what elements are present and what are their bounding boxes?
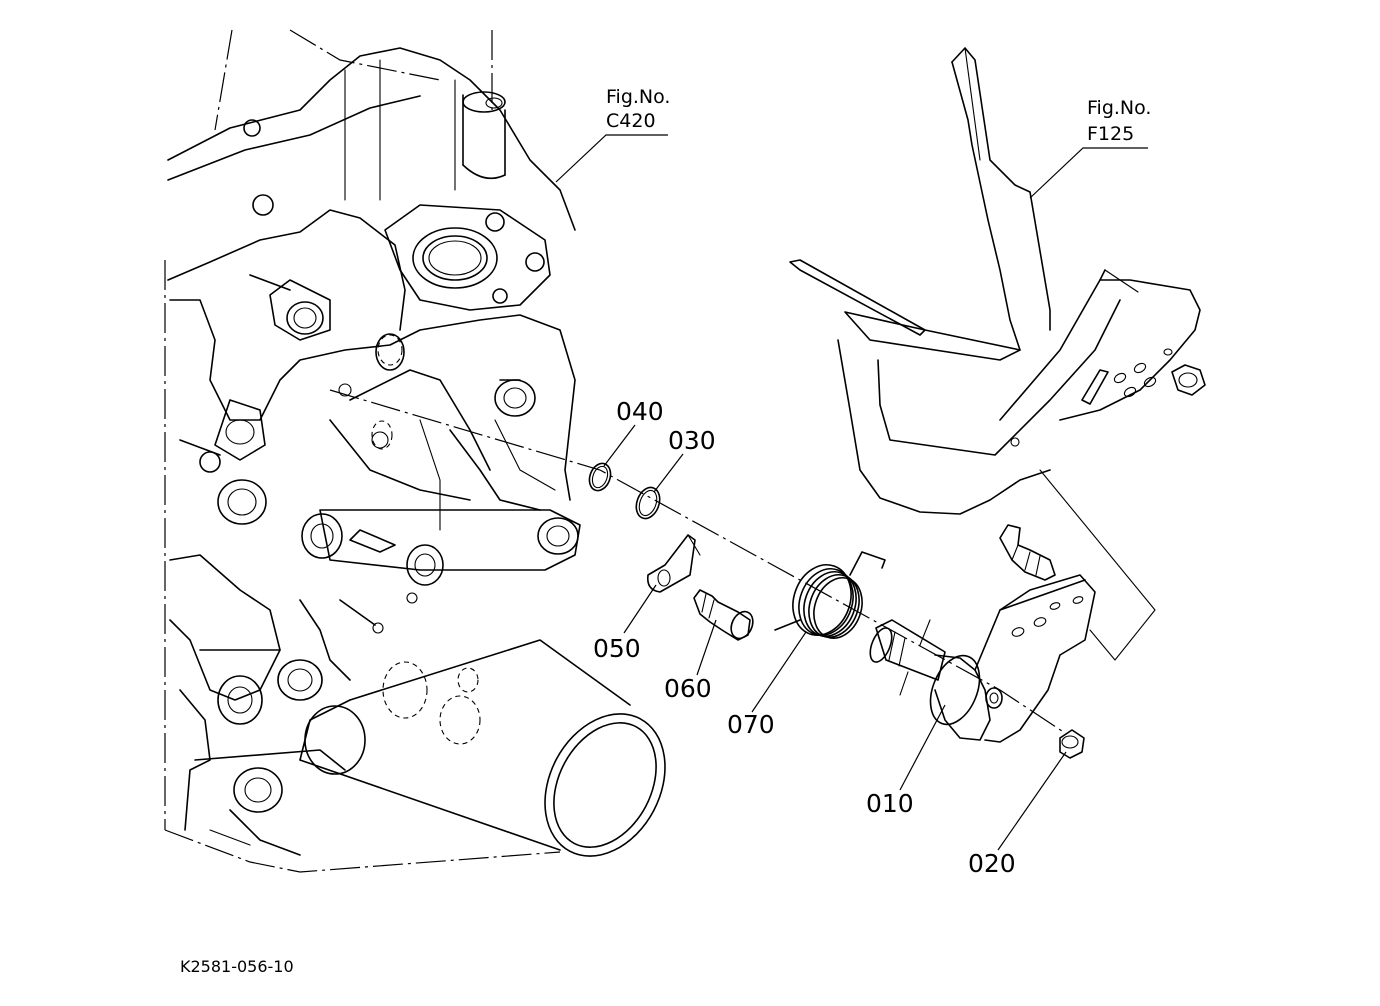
part-label-040: 040 bbox=[616, 397, 664, 426]
figure-ref-c420[interactable]: Fig.No. C420 bbox=[555, 86, 670, 183]
figure-ref-f125[interactable]: Fig.No. F125 bbox=[1029, 97, 1151, 199]
part-label-060: 060 bbox=[664, 674, 712, 703]
callout-050[interactable]: 050 bbox=[593, 584, 657, 663]
figure-ref-c420-line2: C420 bbox=[606, 110, 656, 132]
figure-ref-f125-line1: Fig.No. bbox=[1087, 97, 1151, 119]
part-label-010: 010 bbox=[866, 789, 914, 818]
engine-housing-drawing bbox=[164, 29, 666, 873]
part-070-spring bbox=[774, 551, 886, 639]
figure-ref-c420-line1: Fig.No. bbox=[606, 86, 670, 108]
part-label-020: 020 bbox=[968, 849, 1016, 878]
bolt-drawing bbox=[999, 524, 1056, 581]
part-label-050: 050 bbox=[593, 634, 641, 663]
part-label-070: 070 bbox=[727, 710, 775, 739]
callout-060[interactable]: 060 bbox=[664, 619, 717, 703]
figure-ref-f125-line2: F125 bbox=[1087, 123, 1134, 145]
part-020-nut bbox=[1059, 729, 1085, 759]
pedal-assembly-drawing bbox=[789, 47, 1206, 661]
document-code: K2581-056-10 bbox=[180, 957, 294, 976]
callout-070[interactable]: 070 bbox=[727, 631, 807, 739]
callout-030[interactable]: 030 bbox=[653, 426, 716, 493]
callout-020[interactable]: 020 bbox=[968, 751, 1067, 878]
part-060-pin bbox=[693, 589, 754, 641]
part-010-shaft-arm bbox=[869, 574, 1096, 743]
callout-040[interactable]: 040 bbox=[603, 397, 664, 467]
part-label-030: 030 bbox=[668, 426, 716, 455]
part-030-o-ring bbox=[635, 486, 661, 520]
part-040-o-ring bbox=[588, 462, 612, 492]
callout-010[interactable]: 010 bbox=[866, 704, 946, 818]
part-050-plate bbox=[646, 534, 701, 593]
